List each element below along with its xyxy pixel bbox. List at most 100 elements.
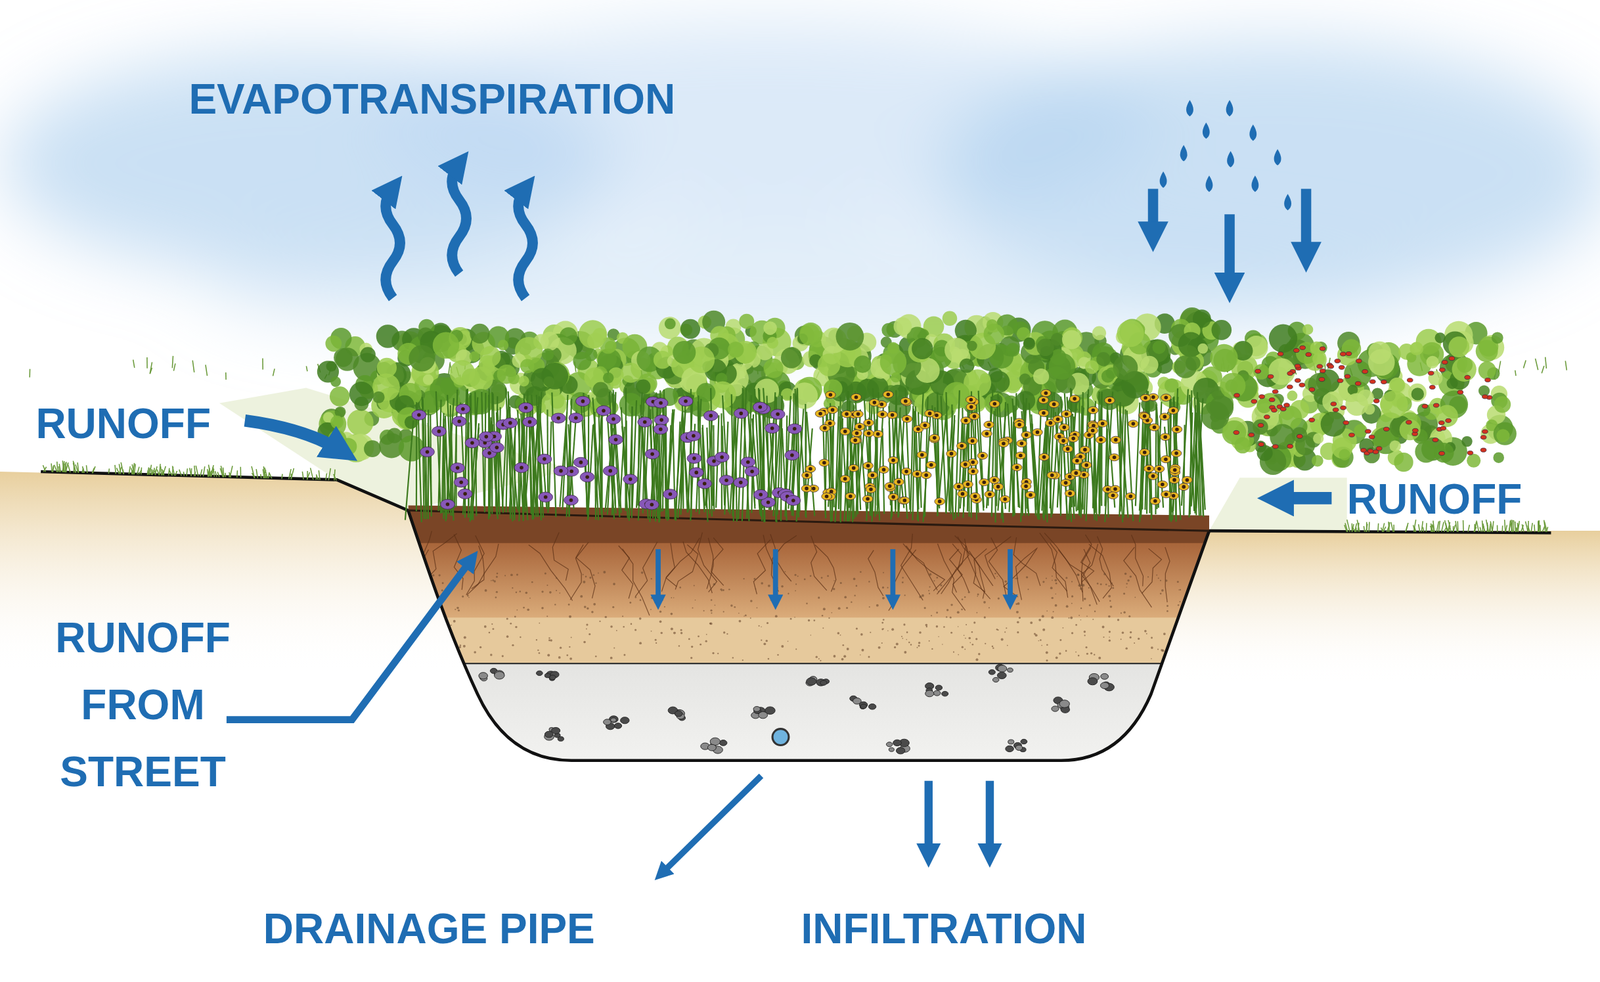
foliage: [330, 415, 344, 429]
grass-blade: [315, 474, 318, 480]
root-line: [949, 549, 963, 593]
foliage: [377, 357, 397, 378]
grass-blade: [192, 360, 195, 373]
sand-grain: [918, 595, 922, 599]
sand-grain: [853, 595, 856, 597]
sand-grain: [1098, 656, 1101, 660]
sand-grain: [928, 589, 930, 592]
grass-blade: [147, 468, 150, 475]
grass-blade: [132, 463, 134, 475]
sand-grain: [953, 651, 955, 653]
sand-grain: [710, 609, 712, 612]
sand-grain: [1055, 593, 1057, 595]
sand-grain: [593, 574, 596, 577]
sand-grain: [1075, 623, 1078, 626]
foliage: [780, 346, 802, 368]
grass-blade: [151, 470, 155, 475]
sand-grain: [1017, 602, 1021, 605]
sand-grain: [882, 627, 885, 630]
sand-grain: [1014, 577, 1017, 580]
ground-line: [40, 471, 408, 511]
foliage: [880, 348, 907, 376]
sand-grain: [463, 636, 467, 640]
gravel-stone: [1005, 745, 1015, 752]
sand-grain: [436, 656, 439, 659]
grass-blade: [207, 468, 209, 477]
foliage: [1428, 371, 1444, 386]
sand-grain: [1055, 656, 1059, 659]
gravel-stone: [988, 669, 996, 676]
sand-grain: [1110, 605, 1113, 609]
sand-grain: [589, 576, 592, 579]
sand-grain: [484, 589, 488, 592]
root-line: [622, 549, 650, 616]
grass-blade: [265, 474, 267, 479]
gravel-stone: [478, 672, 489, 680]
sand-grain: [579, 595, 583, 598]
sand-grain: [813, 619, 816, 622]
sand-grain: [1059, 639, 1062, 642]
sand-grain: [659, 610, 662, 613]
root-line: [1088, 543, 1112, 599]
sand-grain: [710, 599, 713, 601]
gravel-stone: [935, 685, 942, 691]
plant-stem: [632, 400, 637, 510]
sand-grain: [977, 652, 980, 655]
gravel-stone: [1087, 677, 1098, 686]
grass-blade: [1545, 357, 1547, 369]
sand-grain: [1051, 597, 1054, 600]
foliage: [330, 376, 341, 387]
sand-grain: [630, 623, 633, 626]
sand-grain: [983, 600, 986, 604]
sand-grain: [868, 655, 871, 658]
sand-grain: [837, 631, 841, 635]
sand-grain: [616, 629, 618, 632]
sand-grain: [622, 615, 624, 617]
sand-grain: [1177, 580, 1179, 583]
foliage: [1433, 442, 1454, 463]
foliage: [1023, 337, 1036, 351]
sand-grain: [1083, 634, 1086, 636]
grass-blade: [1431, 526, 1433, 533]
grass-blade: [28, 369, 31, 378]
sand-grain: [453, 650, 456, 653]
sand-grain: [1025, 576, 1028, 578]
sand-grain: [937, 590, 940, 592]
sand-grain: [484, 625, 487, 628]
foliage: [1033, 368, 1049, 385]
gravel-stone: [1008, 739, 1015, 745]
sand-grain: [830, 612, 833, 614]
sky: [0, 20, 1600, 347]
sand-grain: [491, 627, 494, 630]
sand-grain: [1045, 577, 1047, 580]
sand-grain: [1108, 615, 1111, 619]
sand-grain: [964, 637, 967, 640]
sand-grain: [904, 594, 906, 596]
sand-grain: [453, 620, 456, 623]
sand-grain: [1006, 644, 1009, 647]
gravel-stone: [925, 690, 934, 697]
sand-grain: [1081, 584, 1083, 586]
sand-grain: [595, 582, 597, 584]
sand-grain: [1120, 612, 1122, 614]
sand-grain: [664, 606, 666, 608]
sand-grain: [547, 653, 550, 657]
sand-grain: [935, 611, 938, 614]
sand-grain: [1109, 599, 1112, 602]
foliage: [817, 353, 841, 376]
sand-grain: [937, 636, 940, 638]
sand-grain: [882, 618, 885, 621]
grass-blade: [264, 467, 268, 479]
root-line: [1050, 542, 1068, 598]
sand-grain: [541, 606, 544, 610]
sand-grain: [1046, 643, 1049, 646]
sand-grain: [891, 627, 894, 631]
gravel-stone: [868, 704, 876, 710]
sand-grain: [1045, 659, 1048, 662]
sand-grain: [1179, 600, 1181, 603]
foliage: [1117, 319, 1145, 347]
sand-grain: [639, 641, 642, 645]
grass-blade: [156, 469, 159, 476]
grass-blade: [62, 461, 65, 473]
sand-grain: [463, 644, 466, 648]
